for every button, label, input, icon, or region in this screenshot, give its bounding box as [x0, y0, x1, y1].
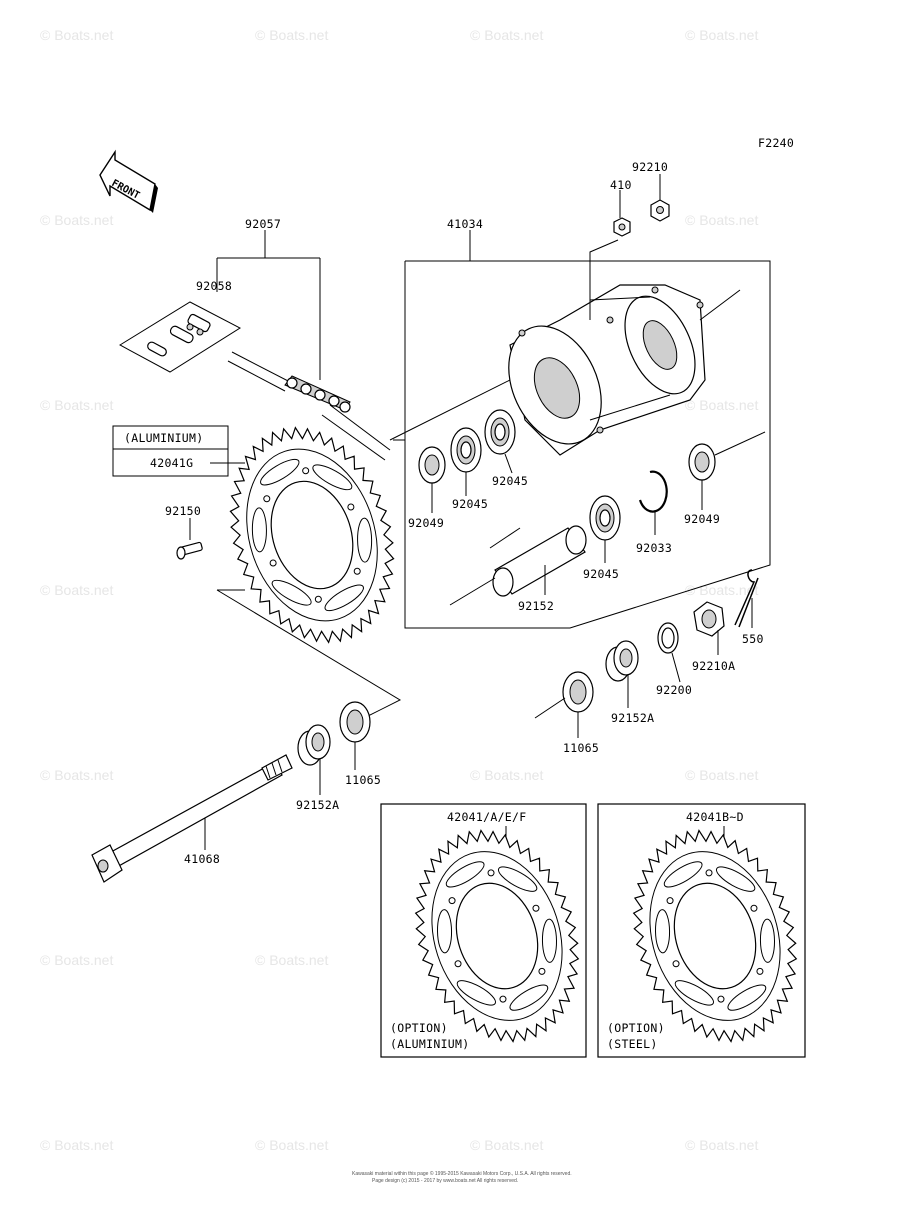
svg-text:© Boats.net: © Boats.net — [40, 397, 113, 413]
figure-code: F2240 — [758, 136, 794, 150]
label-92200: 92200 — [656, 683, 692, 697]
svg-text:© Boats.net: © Boats.net — [470, 27, 543, 43]
label-92045-c: 92045 — [583, 567, 619, 581]
axle-nut-92210A-icon — [693, 601, 725, 655]
svg-text:© Boats.net: © Boats.net — [255, 952, 328, 968]
label-92045-a: 92045 — [452, 497, 488, 511]
label-92150: 92150 — [165, 504, 201, 518]
label-92049-right: 92049 — [684, 512, 720, 526]
svg-text:© Boats.net: © Boats.net — [470, 1137, 543, 1153]
label-92049-left: 92049 — [408, 516, 444, 530]
cotter-pin-550-icon — [734, 569, 759, 628]
svg-text:© Boats.net: © Boats.net — [40, 952, 113, 968]
option-steel-line2: (STEEL) — [607, 1037, 658, 1051]
part-labels: 92057 92058 41034 410 92210 92150 92049 … — [165, 160, 764, 866]
seal-11065-left-icon — [339, 701, 371, 770]
label-92045-b: 92045 — [492, 474, 528, 488]
label-11065-right: 11065 — [563, 741, 599, 755]
option-box-steel: 42041B~D (OPTION) (STEEL) — [597, 803, 806, 1058]
label-92210: 92210 — [632, 160, 668, 174]
seal-11065-right-icon — [534, 671, 594, 738]
option-sprocket-aluminium-icon — [414, 829, 580, 1043]
rear-axle-41068-icon — [91, 754, 293, 883]
label-92152A-right: 92152A — [611, 711, 654, 725]
label-92057: 92057 — [245, 217, 281, 231]
hub-nut-92210-icon — [650, 174, 670, 222]
label-92152: 92152 — [518, 599, 554, 613]
svg-text:© Boats.net: © Boats.net — [40, 767, 113, 783]
svg-text:© Boats.net: © Boats.net — [255, 27, 328, 43]
footer-line1: Kawasaki material within this page © 199… — [352, 1170, 572, 1177]
aluminium-label-box: (ALUMINIUM) 42041G — [112, 425, 245, 477]
label-550: 550 — [742, 632, 764, 646]
option-aluminium-line2: (ALUMINIUM) — [390, 1037, 469, 1051]
footer: Kawasaki material within this page © 199… — [352, 1170, 572, 1184]
drive-chain-icon — [227, 351, 391, 461]
svg-text:© Boats.net: © Boats.net — [40, 27, 113, 43]
collar-92152A-right-icon — [605, 640, 639, 708]
hub-nut-410-icon — [589, 190, 631, 320]
svg-text:© Boats.net: © Boats.net — [40, 212, 113, 228]
svg-text:© Boats.net: © Boats.net — [685, 397, 758, 413]
svg-text:© Boats.net: © Boats.net — [685, 767, 758, 783]
label-41034: 41034 — [447, 217, 483, 231]
label-42041G: 42041G — [150, 456, 193, 470]
option-aluminium-part: 42041/A/E/F — [447, 810, 526, 824]
bearing-92045-c-icon — [589, 495, 621, 563]
label-92210A: 92210A — [692, 659, 735, 673]
svg-text:© Boats.net: © Boats.net — [470, 767, 543, 783]
sprocket-bolt-92150-icon — [176, 518, 203, 560]
svg-text:© Boats.net: © Boats.net — [685, 27, 758, 43]
svg-text:© Boats.net: © Boats.net — [40, 582, 113, 598]
bearing-92045-a-icon — [450, 427, 482, 496]
seal-92049-left-icon — [418, 446, 446, 513]
chain-group — [118, 230, 391, 461]
option-box-aluminium: 42041/A/E/F (OPTION) (ALUMINIUM) — [380, 803, 587, 1058]
hub-assembly-box — [393, 230, 771, 629]
collar-92152-icon — [449, 525, 587, 606]
washer-92200-icon — [657, 622, 681, 683]
label-41068: 41068 — [184, 852, 220, 866]
option-steel-line1: (OPTION) — [607, 1021, 665, 1035]
bearing-92045-b-icon — [484, 409, 516, 474]
master-link-icon — [147, 313, 211, 357]
axle-leader-line — [216, 589, 402, 721]
label-11065-left: 11065 — [345, 773, 381, 787]
footer-line2: Page design (c) 2015 - 2017 by www.boats… — [372, 1178, 518, 1184]
option-steel-part: 42041B~D — [686, 810, 744, 824]
collar-92152A-left-icon — [297, 724, 331, 795]
svg-text:© Boats.net: © Boats.net — [40, 1137, 113, 1153]
svg-text:© Boats.net: © Boats.net — [255, 1137, 328, 1153]
option-sprocket-steel-icon — [632, 829, 798, 1043]
watermarks: © Boats.net © Boats.net © Boats.net © Bo… — [40, 27, 758, 1153]
svg-text:© Boats.net: © Boats.net — [685, 1137, 758, 1153]
aluminium-box-title: (ALUMINIUM) — [124, 431, 203, 445]
option-aluminium-line1: (OPTION) — [390, 1021, 448, 1035]
svg-text:© Boats.net: © Boats.net — [685, 212, 758, 228]
seal-92049-right-icon — [688, 431, 766, 510]
label-92058: 92058 — [196, 279, 232, 293]
front-arrow-icon: FRONT — [99, 149, 158, 213]
rear-sprocket-42041G-icon — [229, 426, 395, 644]
label-92152A-left: 92152A — [296, 798, 339, 812]
circlip-92033-icon — [638, 470, 668, 535]
label-410: 410 — [610, 178, 632, 192]
label-92033: 92033 — [636, 541, 672, 555]
rear-hub-icon — [389, 284, 741, 456]
